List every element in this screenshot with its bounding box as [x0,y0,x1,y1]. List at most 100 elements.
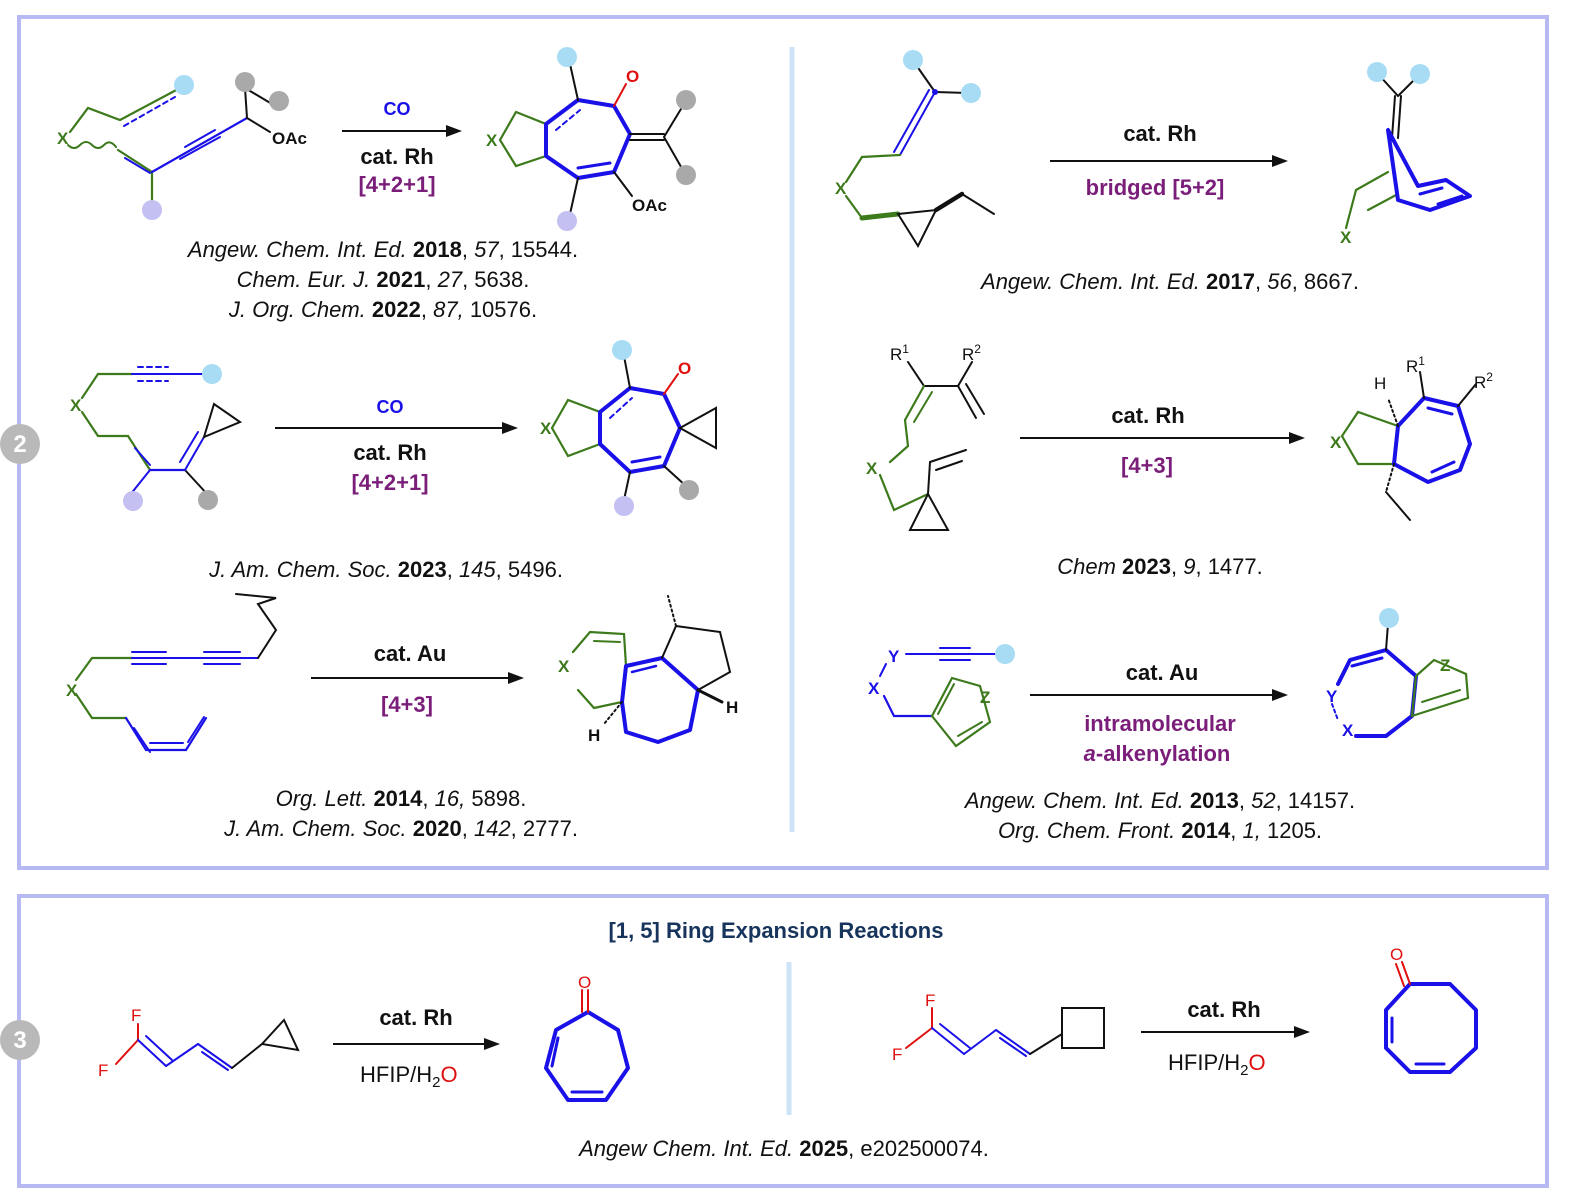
r1-catalyst: cat. Rh [360,144,433,169]
r2-atom-x: X [70,396,82,415]
panel-2-frame [17,15,1549,870]
r3-arrow [311,672,524,684]
rel-product [544,989,630,1102]
r6-type-line1: intramolecular [1084,711,1236,736]
r5-product-x: X [1330,433,1342,452]
r5-product [1340,371,1477,521]
r5-catalyst: cat. Rh [1111,403,1184,428]
rer-f2: F [892,1045,902,1064]
r6-atom-x: X [868,679,880,698]
rer-substrate [905,1007,1105,1057]
ring-expansion-right: F F cat. Rh HFIP/H2O O [892,945,1478,1079]
r1-references: Angew. Chem. Int. Ed. 2018, 57, 15544. C… [186,237,578,322]
svg-text:3: 3 [13,1027,26,1054]
r2-ref-1: J. Am. Chem. Soc. 2023, 145, 5496. [208,557,563,582]
r6-arrow [1030,689,1288,701]
r3-product-h2: H [726,698,738,717]
r1-ref-2: Chem. Eur. J. 2021, 27, 5638. [237,267,530,292]
r6-ref-2: Org. Chem. Front. 2014, 1, 1205. [998,818,1322,843]
r5-product-r1: R1 [1406,354,1425,376]
r1-arrow [342,125,462,137]
r6-atom-y: Y [888,647,900,666]
rer-product [1384,961,1478,1074]
r1-reagent: CO [384,99,411,119]
r3-ref-2: J. Am. Chem. Soc. 2020, 142, 2777. [223,816,578,841]
reaction-4: X cat. Rh bridged [5+2] X Angew. Chem. I… [835,50,1472,294]
r1-atom-x: X [57,129,69,148]
svg-text:2: 2 [13,431,26,458]
r5-r1-label: R1 [890,342,909,364]
rel-f2: F [98,1061,108,1080]
reaction-3: X cat. Au [4+3] X H H Org. Lett. 2014, 1… [66,593,738,841]
rer-f1: F [925,991,935,1010]
r2-arrow [275,422,518,434]
r3-ref-1: Org. Lett. 2014, 16, 5898. [276,786,527,811]
r6-substrate [879,647,1001,748]
r5-arrow [1020,432,1305,444]
rel-arrow [333,1038,500,1050]
r5-ref-1: Chem 2023, 9, 1477. [1057,554,1263,579]
r5-product-r2: R2 [1474,370,1493,392]
rel-f1: F [131,1006,141,1025]
r4-atom-x: X [835,179,847,198]
r6-product-y: Y [1326,687,1338,706]
rel-catalyst: cat. Rh [379,1005,452,1030]
r4-arrow [1050,155,1288,167]
r6-catalyst: cat. Au [1126,660,1199,685]
r1-type: [4+2+1] [358,172,435,197]
r4-product-x: X [1340,228,1352,247]
r6-product-x: X [1342,721,1354,740]
r3-references: Org. Lett. 2014, 16, 5898. J. Am. Chem. … [223,786,578,841]
rer-arrow [1141,1026,1310,1038]
r5-product-h: H [1374,374,1386,393]
r5-atom-x: X [866,459,878,478]
r5-type: [4+3] [1121,453,1173,478]
r1-product-oac: OAc [632,196,667,215]
reaction-1: X OAc CO cat. Rh [4+2+1] X O OAc [57,47,696,322]
rel-substrate [115,1018,300,1071]
r3-type: [4+3] [381,692,433,717]
ring-expansion-left: F F cat. Rh HFIP/H2O O [98,973,630,1102]
r4-type: bridged [5+2] [1086,175,1225,200]
r4-ref-1: Angew. Chem. Int. Ed. 2017, 56, 8667. [979,269,1359,294]
reaction-5: R1 R2 X cat. Rh [4+3] H X R1 R2 Chem 202… [866,342,1493,579]
r1-product-o: O [626,67,639,86]
r6-product [1331,623,1470,738]
rel-solvent: HFIP/H2O [360,1062,458,1091]
r3-atom-x: X [66,681,78,700]
r2-type: [4+2+1] [351,470,428,495]
r4-catalyst: cat. Rh [1123,121,1196,146]
r2-reagent: CO [377,397,404,417]
badge-2: 2 [0,424,40,464]
rer-catalyst: cat. Rh [1187,997,1260,1022]
r2-product-o: O [678,359,691,378]
r4-substrate [844,61,995,249]
badge-3: 3 [0,1020,40,1060]
r5-substrate [878,361,985,531]
rer-product-o: O [1390,945,1403,964]
r6-ref-1: Angew. Chem. Int. Ed. 2013, 52, 14157. [963,788,1355,813]
r2-product-x: X [540,419,552,438]
r6-atom-z: Z [980,688,990,707]
r1-product-x: X [486,131,498,150]
rel-product-o: O [578,973,591,992]
r3-substrate [74,593,278,753]
r1-ref-3: J. Org. Chem. 2022, 87, 10576. [228,297,537,322]
r5-r2-label: R2 [962,342,981,364]
reaction-6: Y X Z cat. Au intramolecular a-alkenylat… [868,608,1470,843]
r4-product [1344,73,1472,230]
r2-substrate [80,366,243,496]
rer-solvent: HFIP/H2O [1168,1050,1266,1079]
panel-3-title: [1, 5] Ring Expansion Reactions [609,918,944,943]
r1-atom-oac: OAc [272,129,307,148]
r3-product [571,595,732,744]
r1-ref-1: Angew. Chem. Int. Ed. 2018, 57, 15544. [186,237,578,262]
panel-3-ref: Angew Chem. Int. Ed. 2025, e202500074. [577,1136,989,1161]
r6-references: Angew. Chem. Int. Ed. 2013, 52, 14157. O… [963,788,1355,843]
r1-product [498,63,685,215]
r3-product-h1: H [588,726,600,745]
r3-product-x: X [558,657,570,676]
r6-product-z: Z [1440,656,1450,675]
reaction-2: X CO cat. Rh [4+2+1] X O J. Am. Chem. So… [70,340,717,582]
